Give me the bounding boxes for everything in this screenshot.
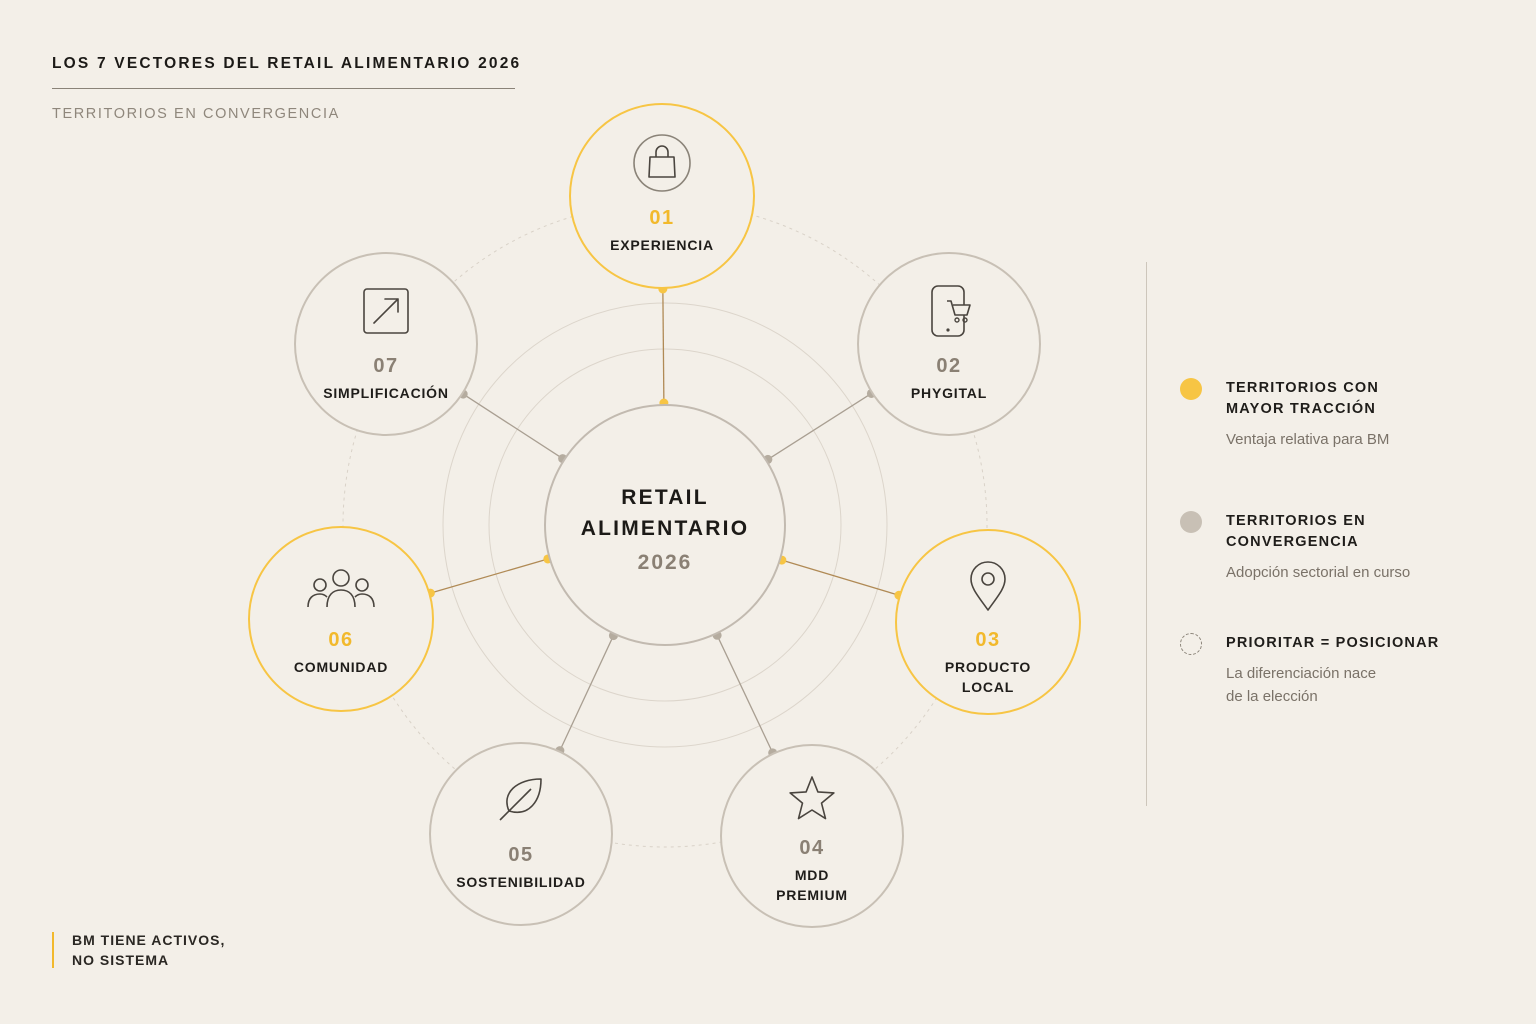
center-node: RETAIL ALIMENTARIO 2026 xyxy=(544,404,786,646)
center-year: 2026 xyxy=(638,551,693,574)
legend-description: Ventaja relativa para BM xyxy=(1226,431,1390,448)
legend-marker xyxy=(1180,378,1202,400)
vector-circle xyxy=(895,529,1081,715)
footnote-accent-bar xyxy=(52,932,54,968)
footnote-line1: BM TIENE ACTIVOS, xyxy=(72,932,226,948)
vector-circle xyxy=(429,742,613,926)
vector-circle xyxy=(294,252,478,436)
orbit-ring xyxy=(488,348,842,702)
orbit-ring xyxy=(442,302,888,748)
center-title-line1: RETAIL xyxy=(621,486,708,509)
leaf-icon xyxy=(499,778,542,821)
location-pin-icon xyxy=(970,561,1006,611)
vector-number: 04 xyxy=(799,837,824,859)
vector-label: MDD xyxy=(795,867,829,883)
vector-number: 02 xyxy=(936,355,961,377)
page-title: LOS 7 VECTORES DEL RETAIL ALIMENTARIO 20… xyxy=(52,55,522,72)
people-icon xyxy=(307,569,375,608)
footnote-line2: NO SISTEMA xyxy=(72,952,170,968)
connector-line xyxy=(430,558,549,594)
shopping-bag-icon xyxy=(633,134,691,192)
legend-divider xyxy=(1146,262,1147,806)
connector-line xyxy=(716,635,774,754)
connector-line xyxy=(781,559,900,596)
vector-circle xyxy=(857,252,1041,436)
vector-number: 01 xyxy=(649,207,674,229)
legend-marker xyxy=(1180,633,1202,655)
vector-label: PREMIUM xyxy=(776,887,848,903)
connector-line xyxy=(559,635,615,751)
vector-label: PRODUCTO xyxy=(945,659,1031,675)
page-subtitle: TERRITORIOS EN CONVERGENCIA xyxy=(52,106,340,122)
vector-label: PHYGITAL xyxy=(911,385,987,401)
vector-number: 06 xyxy=(328,629,353,651)
star-icon xyxy=(789,776,835,820)
vector-label: EXPERIENCIA xyxy=(610,237,714,253)
title-divider xyxy=(52,88,515,89)
vector-label: COMUNIDAD xyxy=(294,659,388,675)
vector-circle xyxy=(248,526,434,712)
vector-label: SIMPLIFICACIÓN xyxy=(323,384,449,401)
orbit-ring xyxy=(342,202,988,848)
vector-label: LOCAL xyxy=(962,679,1014,695)
arrow-up-right-icon xyxy=(363,288,409,334)
legend-title: PRIORITAR = POSICIONAR xyxy=(1226,635,1440,651)
vector-number: 05 xyxy=(508,844,533,866)
connector-line xyxy=(767,392,872,460)
legend-marker xyxy=(1180,511,1202,533)
vector-number: 03 xyxy=(975,629,1000,651)
vector-circle xyxy=(720,744,904,928)
center-title-line2: ALIMENTARIO xyxy=(581,517,749,540)
footnote: BM TIENE ACTIVOS, NO SISTEMA xyxy=(72,930,292,970)
connector-line xyxy=(662,288,665,404)
connector-line xyxy=(462,393,564,460)
legend-description: Adopción sectorial en curso xyxy=(1226,564,1411,581)
vector-circle xyxy=(569,103,755,289)
mobile-cart-icon xyxy=(931,285,971,337)
vector-number: 07 xyxy=(373,355,398,377)
vector-label: SOSTENIBILIDAD xyxy=(456,874,585,890)
